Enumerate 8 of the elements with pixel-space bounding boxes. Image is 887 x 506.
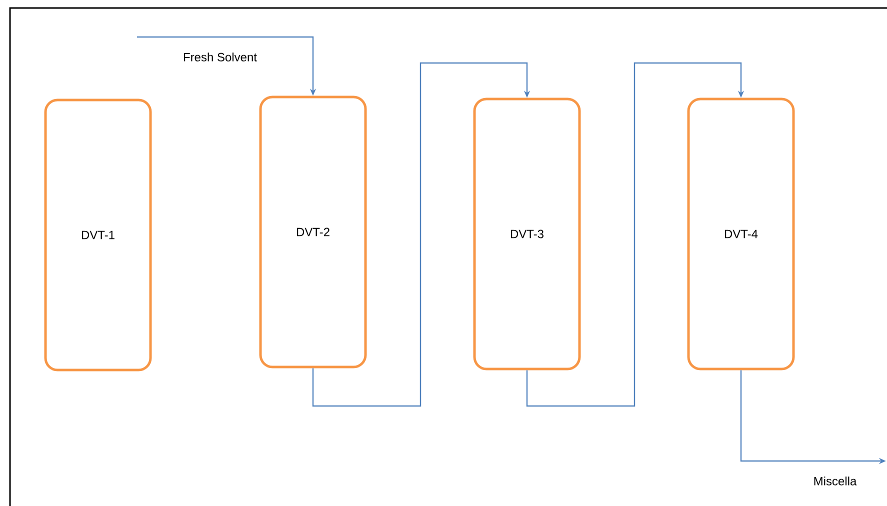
arrow (312, 62, 530, 407)
arrow (526, 62, 744, 407)
vessel-box: DVT-2 (259, 96, 367, 368)
edge-label: Miscella (812, 476, 858, 486)
vessel-box: DVT-3 (473, 98, 581, 370)
vessel-box: DVT-4 (687, 98, 795, 370)
vessel-box: DVT-1 (44, 98, 152, 372)
edge-label: Fresh Solvent (182, 52, 258, 62)
